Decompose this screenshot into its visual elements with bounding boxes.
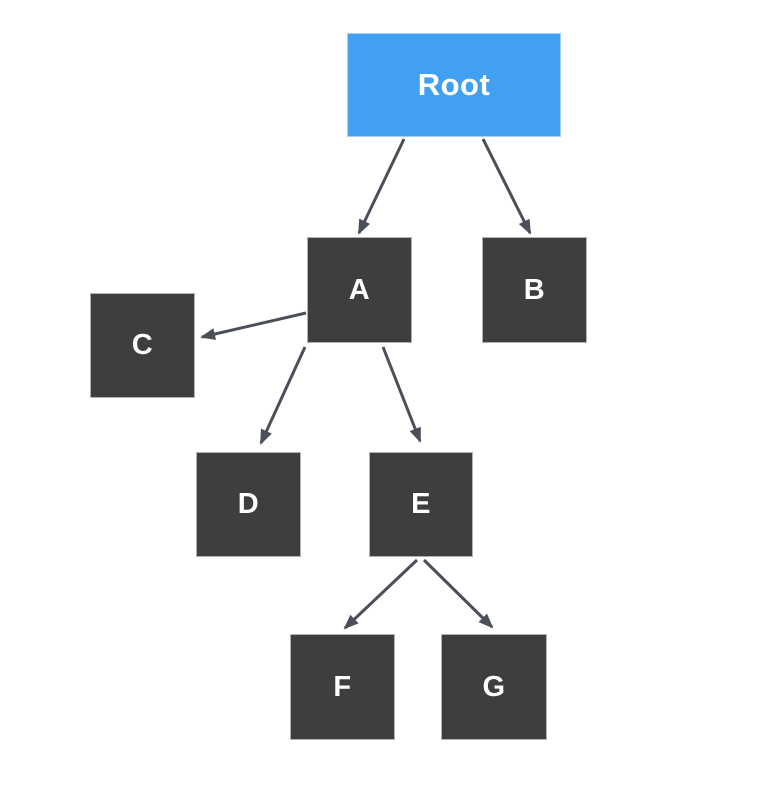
edge-A-E bbox=[381, 346, 422, 443]
node-label-F: F bbox=[333, 670, 352, 703]
node-label-G: G bbox=[482, 670, 506, 703]
node-D: D bbox=[196, 452, 301, 557]
node-label-D: D bbox=[237, 488, 260, 520]
node-B: B bbox=[482, 237, 587, 343]
node-label-A: A bbox=[348, 273, 371, 306]
edge-Root-A bbox=[357, 138, 406, 235]
node-Root: Root bbox=[347, 33, 561, 137]
node-F: F bbox=[290, 634, 395, 740]
edge-E-G bbox=[422, 558, 494, 629]
edge-E-F bbox=[343, 558, 419, 630]
node-G: G bbox=[441, 634, 547, 740]
node-A: A bbox=[307, 237, 412, 343]
node-label-E: E bbox=[411, 488, 431, 520]
edge-A-D bbox=[259, 346, 307, 445]
edge-Root-B bbox=[481, 138, 532, 235]
node-label-B: B bbox=[523, 273, 546, 306]
node-E: E bbox=[369, 452, 473, 557]
node-label-Root: Root bbox=[417, 67, 491, 102]
node-C: C bbox=[90, 293, 195, 398]
node-label-C: C bbox=[131, 329, 154, 361]
edge-A-C bbox=[200, 311, 307, 340]
